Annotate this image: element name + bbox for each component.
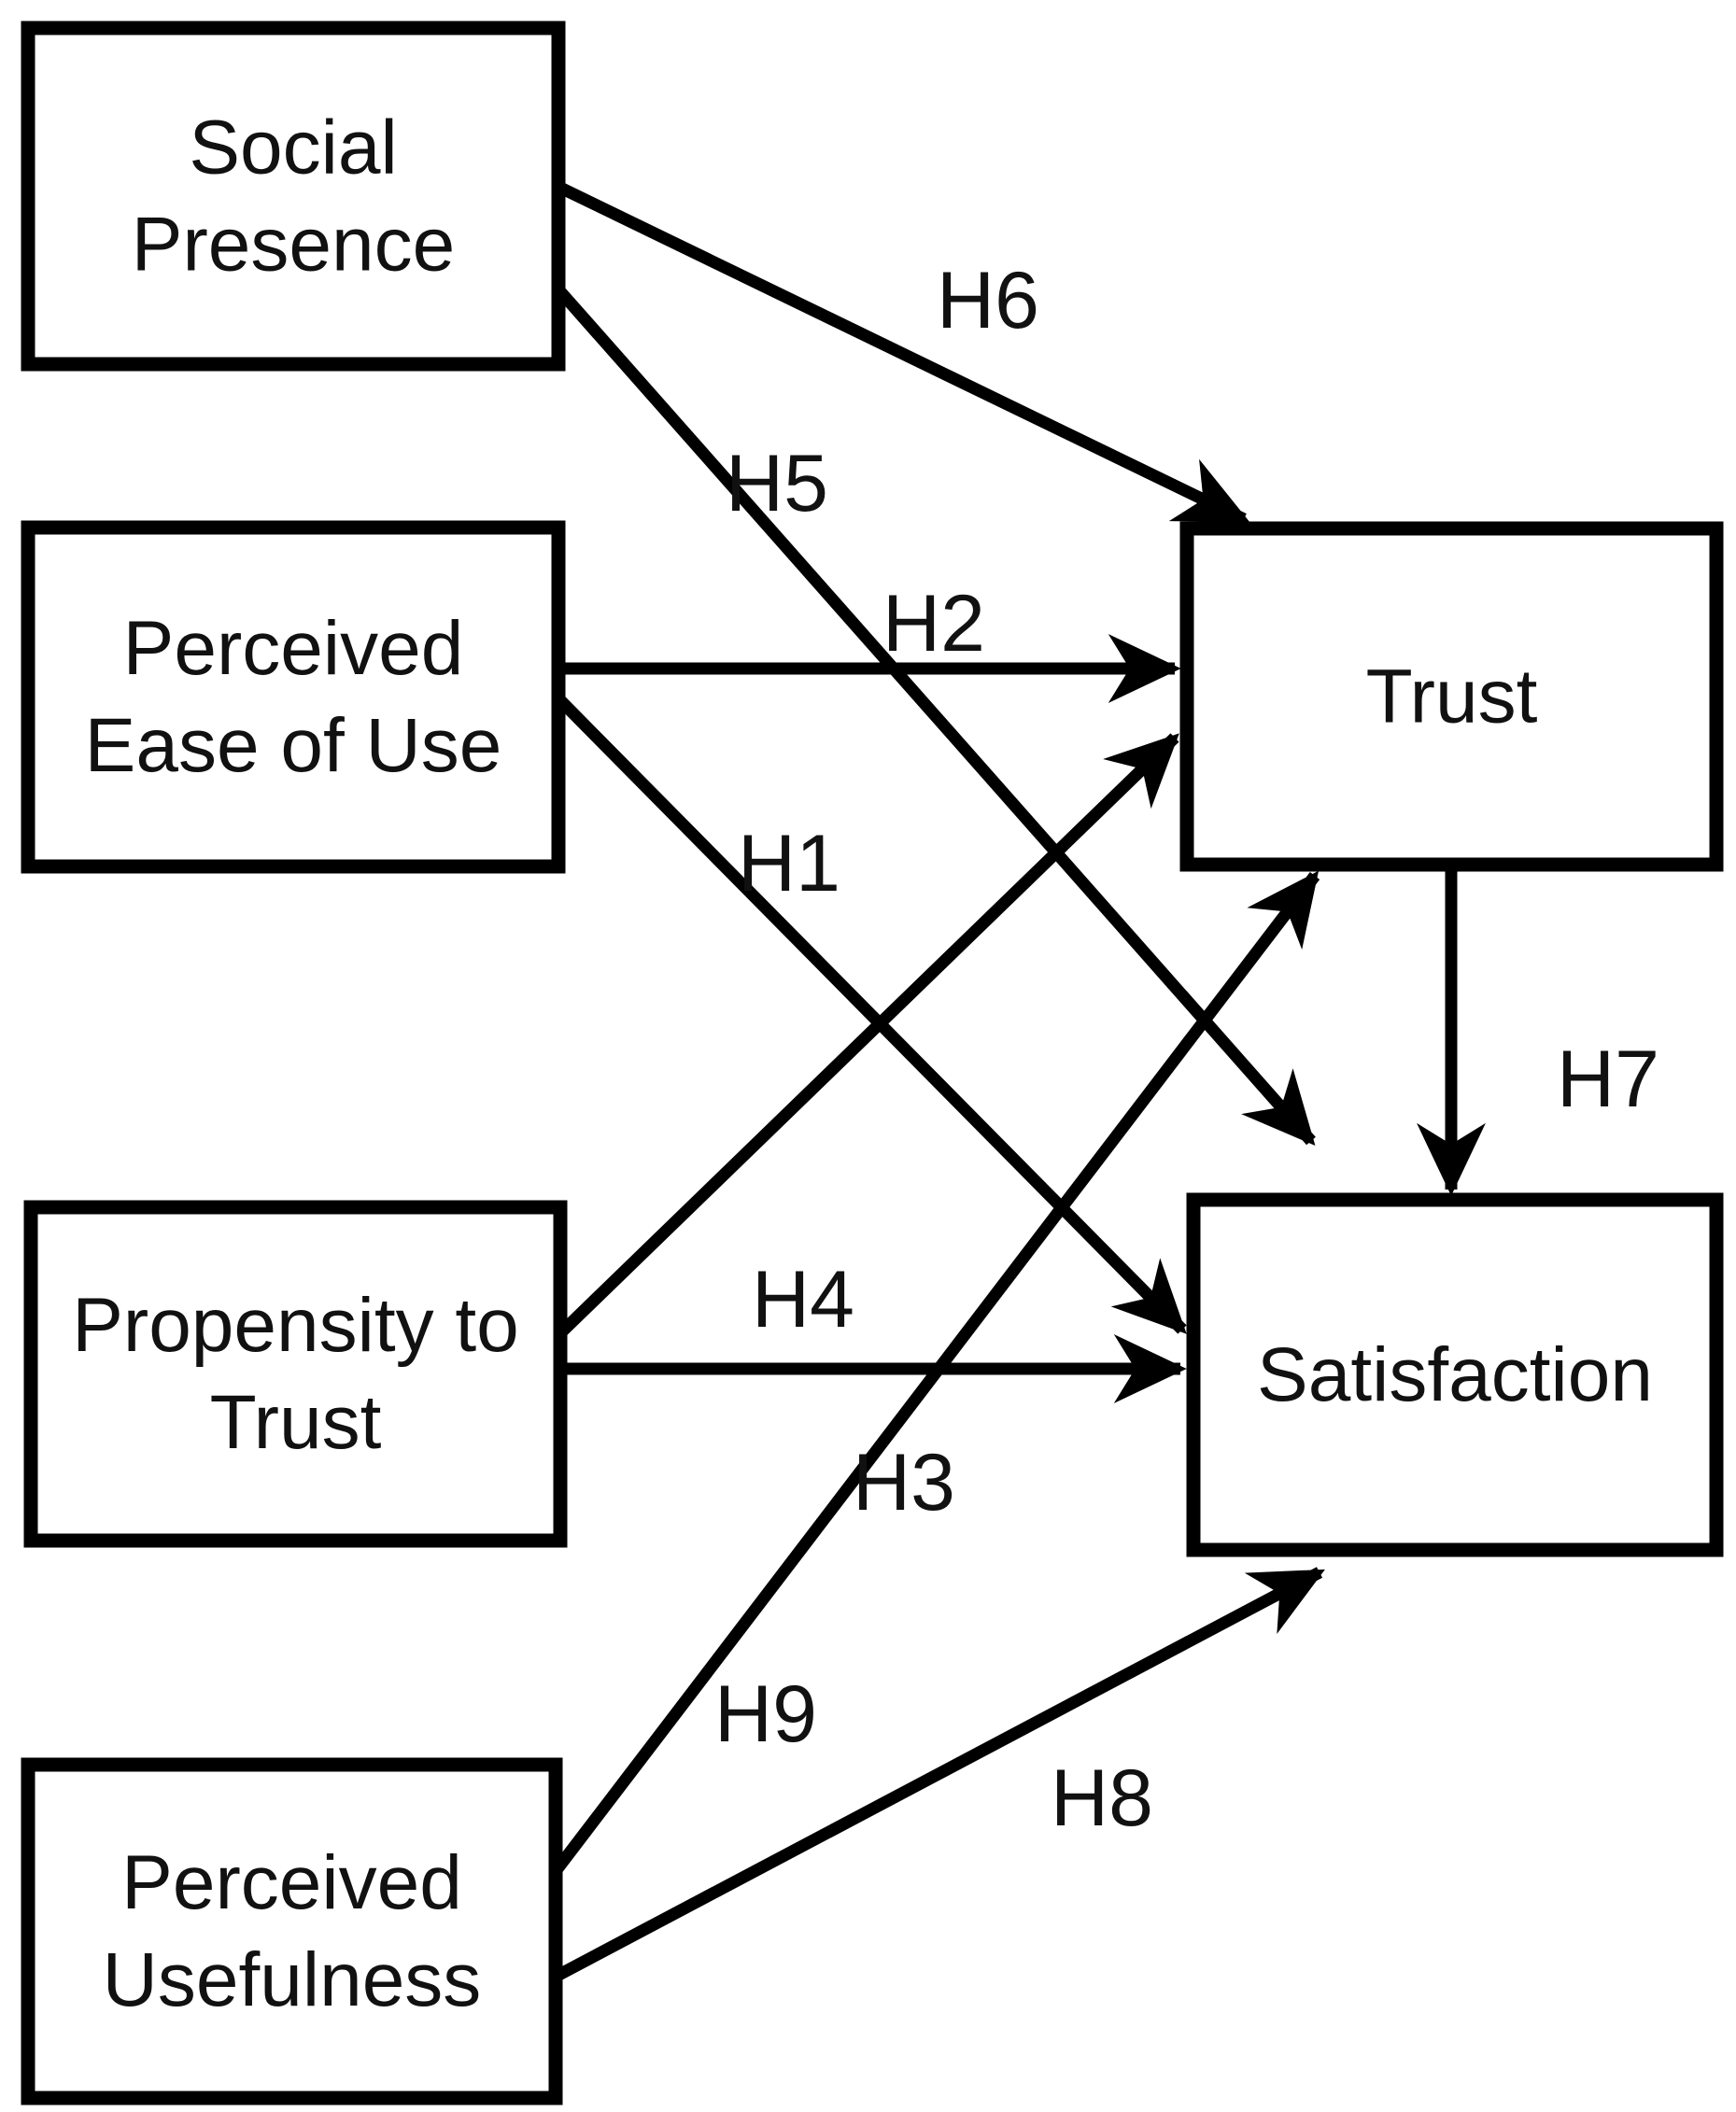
hypothesis-arrow-h4	[556, 733, 1179, 1338]
hypothesis-label-h3: H3	[853, 1438, 955, 1528]
arrows-layer	[550, 181, 1486, 1983]
node-box-trust	[1179, 521, 1724, 872]
node-box-social-presence	[21, 21, 566, 372]
hypothesis-label-h5: H5	[726, 439, 828, 528]
hypothesis-label-h7: H7	[1557, 1035, 1659, 1124]
node-label-satisfaction: Satisfaction	[1257, 1332, 1653, 1417]
node-box-perceived-ease-of-use	[21, 520, 566, 874]
hypothesis-label-h1: H1	[738, 819, 840, 908]
node-satisfaction: Satisfaction	[1186, 1192, 1724, 1557]
hypothesis-label-h6: H6	[937, 256, 1039, 345]
node-label-trust: Trust	[1366, 655, 1538, 739]
hypothesis-arrow-h6	[556, 181, 1250, 525]
hypothesis-arrow-h5	[554, 285, 1316, 1147]
hypothesis-label-h8: H8	[1051, 1753, 1153, 1843]
hypothesis-label-h4: H4	[752, 1255, 854, 1345]
node-box-perceived-usefulness	[21, 1757, 563, 2105]
hypothesis-arrow-h9	[550, 870, 1320, 1875]
hypothesis-arrow-h1	[554, 694, 1187, 1334]
hypothesis-label-h2: H2	[882, 579, 985, 669]
node-trust: Trust	[1179, 521, 1724, 872]
node-box-propensity-to-trust	[23, 1200, 568, 1548]
hypothesis-label-h9: H9	[714, 1669, 817, 1759]
hypothesis-arrow-h8	[550, 1567, 1325, 1983]
node-box-satisfaction	[1186, 1192, 1724, 1557]
